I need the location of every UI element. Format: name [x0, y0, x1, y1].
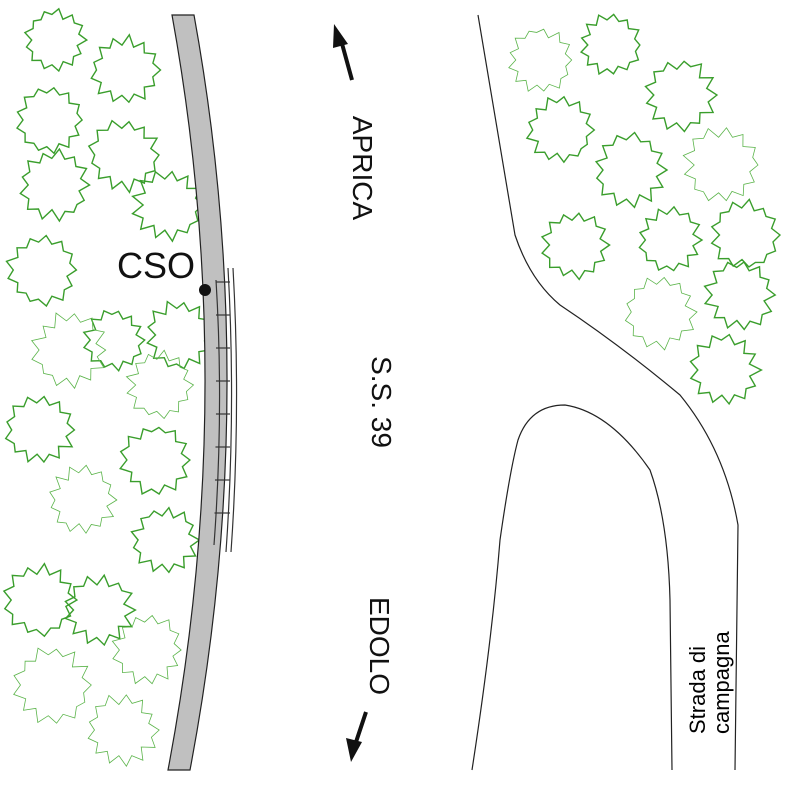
tree-icon [15, 86, 84, 155]
tree-group [2, 7, 782, 767]
tree-icon [638, 205, 704, 272]
tree-icon [87, 694, 160, 767]
tree-icon [23, 7, 89, 73]
tree-icon [624, 276, 698, 351]
road-name-label: S.S. 39 [365, 356, 397, 448]
tree-icon [30, 312, 107, 390]
tree-icon [540, 212, 611, 281]
side-road-label-line1: Strada di [685, 645, 710, 734]
tree-icon [82, 309, 146, 373]
tree-icon [689, 333, 763, 406]
tree-icon [703, 260, 777, 331]
tree-icon [49, 464, 118, 534]
retaining-wall [167, 14, 228, 771]
road-edge-inner [471, 404, 673, 771]
tree-icon [119, 426, 191, 495]
tree-icon [4, 395, 76, 464]
tree-icon [644, 60, 719, 133]
tree-icon [594, 131, 669, 209]
ladder-structure [213, 267, 238, 553]
tree-icon [19, 147, 91, 223]
side-road-label-line2: campagna [709, 631, 734, 734]
tree-icon [13, 647, 92, 724]
tree-icon [579, 13, 641, 76]
tree-icon [508, 28, 573, 92]
tree-icon [2, 562, 79, 638]
tree-icon [64, 573, 137, 647]
cso-point [199, 284, 211, 296]
side-road-label: Strada di campagna [685, 594, 734, 734]
tree-icon [525, 95, 596, 164]
tree-icon [125, 349, 195, 420]
cso-label: CSO [117, 245, 196, 286]
tree-icon [710, 198, 782, 268]
tree-icon [111, 614, 182, 685]
tree-icon [5, 234, 78, 308]
tree-icon [146, 300, 218, 370]
tree-icon [682, 127, 759, 202]
tree-icon [130, 506, 201, 574]
direction-label-aprica: APRICA [347, 115, 379, 221]
arrow-south-icon [346, 711, 368, 762]
tree-icon [131, 170, 204, 243]
direction-label-edolo: EDOLO [364, 596, 396, 696]
arrow-north-icon [333, 24, 354, 81]
tree-icon [90, 33, 162, 104]
road-edge-outer [477, 14, 739, 771]
